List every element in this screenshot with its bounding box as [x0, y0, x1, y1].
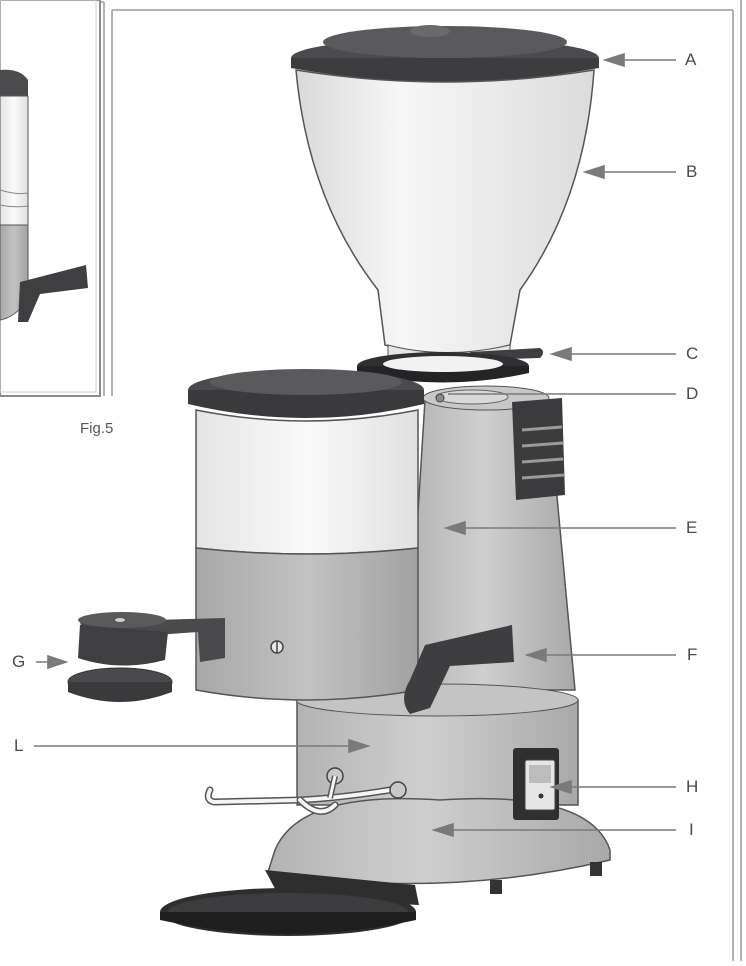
callout-g-label: G	[12, 652, 26, 671]
callout-leaders	[34, 52, 676, 838]
callout-d-label: D	[686, 384, 699, 403]
callout-b-label: B	[686, 162, 698, 181]
power-switch	[513, 748, 559, 820]
callout-i-label: I	[689, 820, 694, 839]
callout-f-label: F	[687, 645, 698, 664]
coffee-tray	[160, 870, 419, 936]
callout-e-label: E	[686, 518, 698, 537]
portafilter-rest	[404, 625, 514, 714]
callout-a-label: A	[685, 50, 697, 69]
dosing-lever	[204, 767, 407, 815]
bean-hopper	[295, 69, 595, 366]
hopper-lid	[291, 25, 599, 82]
page-frame	[100, 0, 742, 961]
doser-chamber	[188, 369, 424, 701]
fig5-inset	[0, 0, 101, 397]
callout-c-label: C	[686, 344, 699, 363]
tamper	[67, 612, 225, 702]
grinder-base	[267, 683, 611, 894]
fig5-caption: Fig.5	[80, 420, 114, 437]
callout-l-label: L	[14, 736, 24, 755]
callout-h-label: H	[686, 777, 699, 796]
vent-grille	[512, 398, 565, 500]
